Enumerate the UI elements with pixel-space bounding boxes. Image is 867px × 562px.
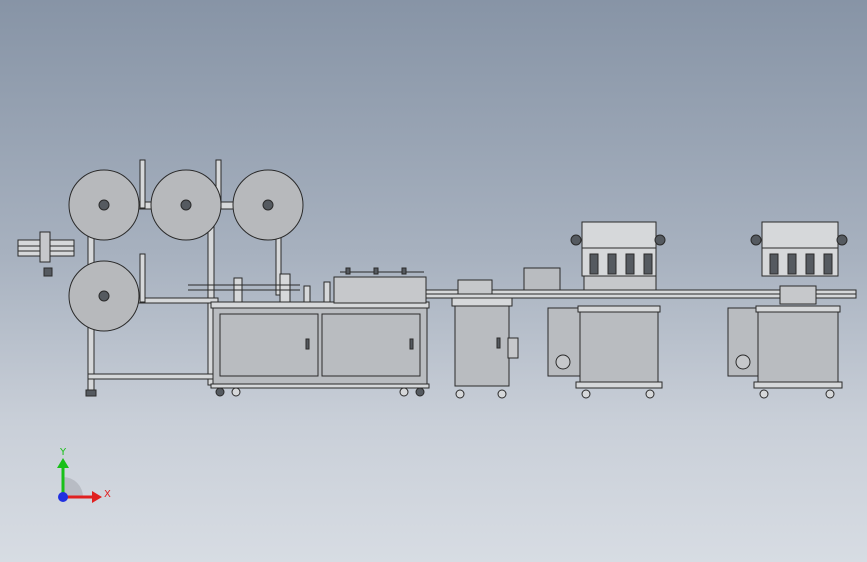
y-axis-label: Y <box>59 447 67 458</box>
control-cabinet <box>451 297 519 399</box>
welding-station-1 <box>547 221 666 399</box>
main-cabinet <box>188 267 430 397</box>
z-axis-dot <box>58 492 68 502</box>
transfer-conveyor <box>425 267 857 299</box>
folding-module <box>333 276 427 304</box>
rotation-arc <box>63 477 83 497</box>
x-axis-label: X <box>104 489 111 500</box>
welding-station-2 <box>727 221 848 399</box>
coordinate-triad: Y X <box>57 447 111 503</box>
unwinding-rack <box>17 159 304 397</box>
